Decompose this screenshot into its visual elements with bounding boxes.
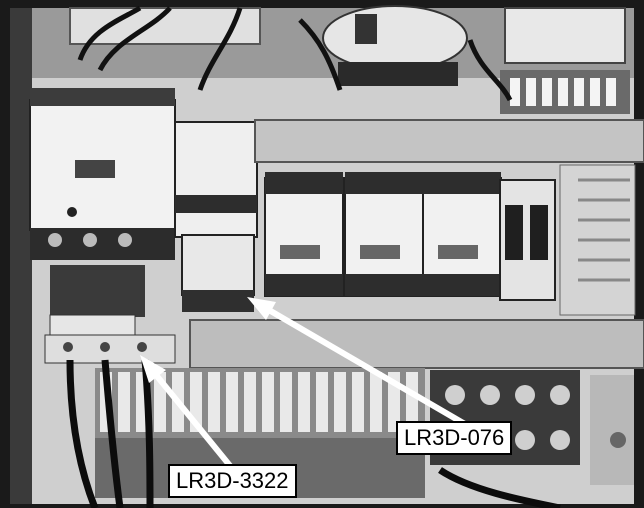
part-label-lr3d-076: LR3D-076	[396, 421, 513, 455]
part-label-lr3d-3322: LR3D-3322	[168, 464, 297, 498]
